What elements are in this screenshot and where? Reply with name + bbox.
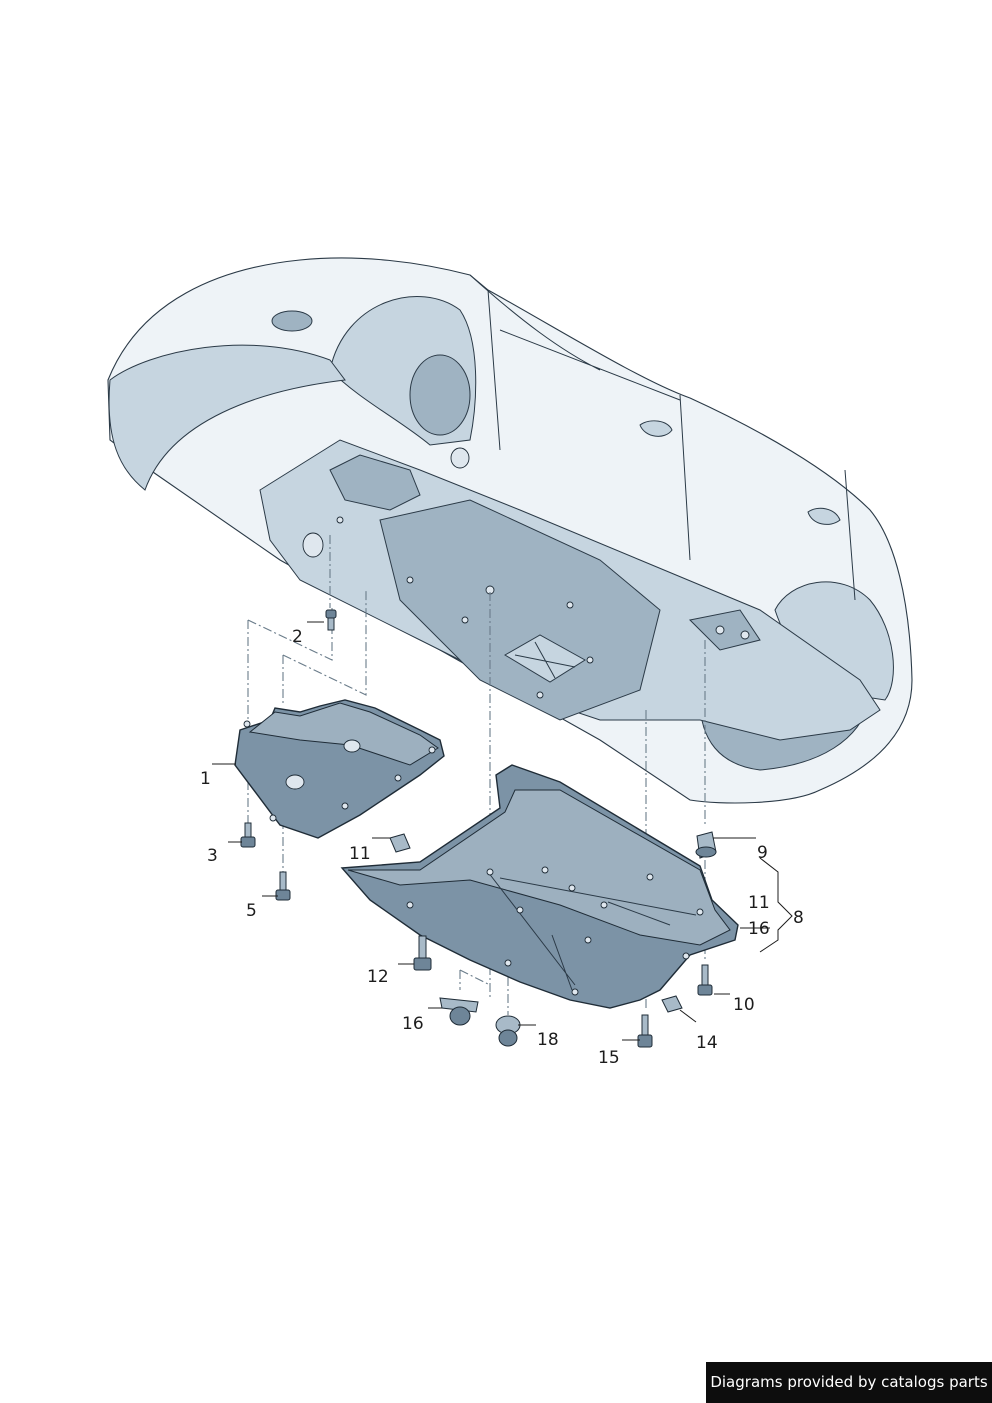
credit-banner: Diagrams provided by catalogs parts xyxy=(706,1362,992,1403)
screw-15 xyxy=(637,1014,653,1048)
callout-14: 14 xyxy=(696,1033,718,1053)
callout-labels: 1 2 3 5 11 12 16 18 15 14 10 9 11 16 8 xyxy=(200,627,804,1068)
callout-12: 12 xyxy=(367,967,389,987)
callout-15: 15 xyxy=(598,1048,620,1068)
callout-16a: 16 xyxy=(402,1014,424,1034)
leader-lines xyxy=(212,621,793,1041)
callout-3: 3 xyxy=(207,846,218,866)
screw-5 xyxy=(275,871,291,901)
callout-1: 1 xyxy=(200,769,211,789)
screw-2 xyxy=(325,609,337,631)
vehicle-underbody xyxy=(107,257,913,804)
callout-9: 9 xyxy=(757,843,768,863)
nut-9 xyxy=(695,831,717,859)
clip-14 xyxy=(661,995,683,1013)
callout-10: 10 xyxy=(733,995,755,1015)
callout-16b: 16 xyxy=(748,919,770,939)
bolt-3 xyxy=(240,822,256,848)
rear-underbody-shield xyxy=(234,699,445,839)
callout-18: 18 xyxy=(537,1030,559,1050)
callout-8: 8 xyxy=(793,908,804,928)
screw-10 xyxy=(697,964,713,996)
callout-11a: 11 xyxy=(349,844,371,864)
centre-underbody-shield xyxy=(340,764,739,1009)
callout-5: 5 xyxy=(246,901,257,921)
clamp-16 xyxy=(439,997,479,1026)
clip-11 xyxy=(389,833,411,853)
callout-2: 2 xyxy=(292,627,303,647)
fastener-parts xyxy=(240,609,717,1048)
bolt-12 xyxy=(413,935,432,971)
callout-11b: 11 xyxy=(748,893,770,913)
nut-18 xyxy=(495,1015,521,1047)
